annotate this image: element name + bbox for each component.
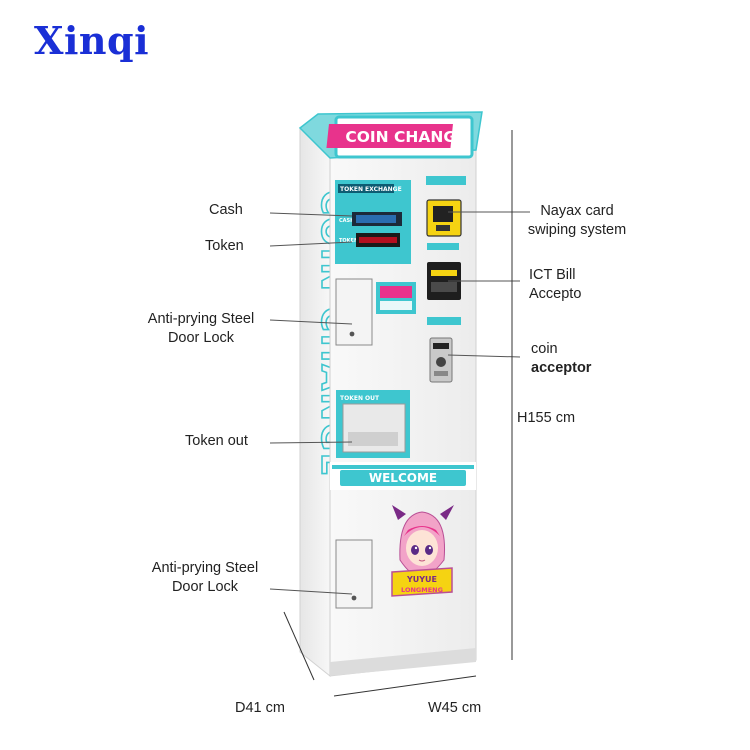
callout-coin-line1: coin bbox=[531, 341, 558, 357]
cabinet-base bbox=[330, 648, 476, 676]
token-out-title: TOKEN OUT bbox=[340, 395, 380, 402]
cash-tag: CASH bbox=[339, 218, 354, 224]
callout-door-lock-lower-line1: Anti-prying Steel bbox=[151, 560, 259, 576]
mascot-banner bbox=[391, 567, 453, 597]
callout-nayax-line1: Nayax card bbox=[540, 203, 614, 219]
info-sticker-pink bbox=[380, 286, 412, 298]
nayax-reader-screen bbox=[433, 206, 453, 222]
dimension-width: W45 cm bbox=[428, 700, 482, 716]
token-display-digits bbox=[359, 237, 397, 243]
token-exchange-title-bar bbox=[338, 184, 394, 193]
mascot-illustration bbox=[392, 505, 454, 577]
upper-door-lock bbox=[349, 331, 355, 337]
welcome-plate bbox=[340, 470, 466, 486]
callout-token-out: Token out bbox=[185, 433, 248, 449]
callout-lines bbox=[269, 211, 530, 595]
token-tag: TOKEN bbox=[339, 238, 358, 244]
callout-ict-line1: ICT Bill bbox=[529, 267, 576, 283]
dimension-lines bbox=[283, 130, 513, 697]
coin-acceptor-return bbox=[436, 357, 446, 367]
callout-door-lock-lower: Anti-prying Steel Door Lock bbox=[140, 559, 270, 597]
info-sticker-text bbox=[380, 301, 412, 310]
callout-door-lock-upper: Anti-prying Steel Door Lock bbox=[136, 310, 266, 348]
lower-door-lock bbox=[351, 595, 357, 601]
mascot-line1: YUYUE bbox=[406, 575, 437, 584]
callout-cash: Cash bbox=[209, 202, 243, 218]
header-sign-band bbox=[326, 124, 453, 148]
token-exchange-title: TOKEN EXCHANGE bbox=[340, 186, 402, 193]
dimension-depth: D41 cm bbox=[235, 700, 285, 716]
callout-door-lock-upper-line1: Anti-prying Steel bbox=[147, 311, 255, 327]
token-out-tray-bottom bbox=[348, 432, 398, 446]
nayax-reader-slot bbox=[436, 225, 450, 231]
nayax-label-strip bbox=[427, 243, 459, 250]
callout-nayax: Nayax card swiping system bbox=[514, 202, 640, 240]
brand-logo: Xinqi bbox=[34, 18, 150, 63]
welcome-text: WELCOME bbox=[369, 471, 437, 485]
dimension-height: H155 cm bbox=[517, 410, 576, 426]
callout-coin: coin acceptor bbox=[531, 340, 591, 378]
bill-acceptor-slot bbox=[431, 282, 457, 292]
welcome-stripe-top bbox=[332, 465, 474, 469]
mascot-line2: LONGMENG bbox=[401, 586, 443, 594]
cash-display-digits bbox=[356, 215, 396, 223]
callout-door-lock-lower-line2: Door Lock bbox=[171, 579, 239, 595]
callout-coin-line2: acceptor bbox=[531, 360, 592, 376]
callout-nayax-line2: swiping system bbox=[527, 222, 627, 238]
header-sign-text: COIN CHANGE bbox=[345, 128, 466, 146]
callout-door-lock-upper-line2: Door Lock bbox=[167, 330, 235, 346]
callout-ict: ICT Bill Accepto bbox=[529, 266, 581, 304]
callout-token: Token bbox=[205, 238, 244, 254]
callout-ict-line2: Accepto bbox=[529, 286, 582, 302]
bill-label-strip bbox=[427, 317, 461, 325]
top-right-label bbox=[426, 176, 466, 185]
coin-acceptor-slot bbox=[433, 343, 449, 349]
bill-acceptor-bezel bbox=[431, 270, 457, 276]
coin-acceptor-button bbox=[434, 371, 448, 376]
